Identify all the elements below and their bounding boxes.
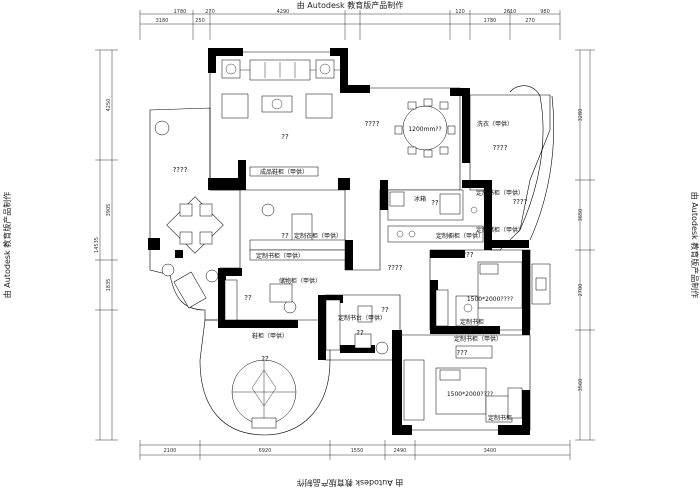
dim-top-2: 270 (205, 9, 215, 15)
dimension-bottom: 2100 6920 1550 2490 3400 (139, 440, 571, 460)
watermark-bottom: 由 Autodesk 教育版产品制作 (297, 478, 403, 488)
label-dining: ???? (365, 120, 380, 128)
dim-right-2: 3650 (578, 209, 584, 222)
dim-left-1: 4250 (106, 99, 112, 112)
label-right-balcony: ???? (493, 144, 508, 152)
label-kitchen-cab: 定制橱柜（甲供） (436, 232, 484, 240)
dim-bottom-1: 2100 (164, 448, 177, 454)
label-utility: 定制书柜（甲供） (476, 189, 524, 197)
dim-top-1: 1780 (174, 9, 187, 15)
dim-top-5: 2610 (504, 9, 517, 15)
dining-table-label: 1200mm?? (408, 126, 441, 133)
label-small-room: ???? (513, 198, 528, 206)
label-wardrobe-a: 定制衣柜（甲供） (294, 232, 342, 240)
label-cabinet-small: 储物柜（甲供） (279, 277, 321, 285)
label-wardrobe-left: 定制书柜（甲供） (454, 335, 502, 343)
balcony-furniture (154, 120, 224, 309)
round-room (231, 359, 297, 429)
dim-top-inner-1: 3180 (156, 18, 169, 24)
dim-left-total: 14535 (94, 237, 100, 253)
bedroom-lower-fixtures (403, 345, 523, 423)
label-bedroom-upper: ??? (462, 251, 473, 259)
dim-bottom-3: 1550 (351, 448, 364, 454)
label-sunroom: ?? (261, 355, 269, 363)
label-bed-upper-cab: 定制书柜 (460, 318, 484, 326)
label-bath-cab: 定制书台（甲供） (338, 314, 386, 322)
dimension-top: 1780 270 4290 120 2610 980 3180 250 1780… (139, 9, 561, 40)
label-bed-upper: 1500*2000???? (467, 296, 513, 303)
label-entry: ???? (388, 264, 403, 272)
dim-left-3: 1835 (106, 279, 112, 292)
dim-right-1: 3280 (578, 109, 584, 122)
label-mid-cab: 定制储柜（甲供） (476, 226, 524, 234)
label-cabinet-top: 成品鞋柜（甲供） (260, 168, 308, 176)
label-study: ?? (281, 232, 289, 240)
bedroom-upper-fixtures (435, 261, 551, 327)
study-fixtures (224, 203, 346, 321)
dimension-left: 4250 3905 1835 14535 (94, 49, 118, 441)
dim-bottom-4: 2490 (394, 448, 407, 454)
label-fridge: 冰箱 (414, 195, 426, 203)
dim-top-inner-2: 250 (195, 18, 205, 24)
watermark-right: 由 Autodesk 教育版产品制作 (690, 192, 700, 298)
sofa-set (221, 59, 335, 119)
watermark-left: 由 Autodesk 教育版产品制作 (2, 192, 12, 298)
label-cab-left-low: 鞋柜（甲供） (252, 332, 288, 340)
dim-top-4: 120 (455, 9, 465, 15)
label-walkin: ?? (244, 294, 252, 302)
dim-top-inner-4: 270 (525, 18, 535, 24)
label-bed-lower: 1500*2000???? (447, 391, 493, 398)
kitchen-fixtures (387, 189, 484, 243)
label-bed-lower-cab: 定制书柜 (488, 414, 512, 422)
label-living: ?? (281, 133, 289, 141)
dim-top-6: 980 (540, 9, 550, 15)
label-balcony: ???? (173, 166, 188, 174)
label-bath: ?? (381, 306, 389, 314)
dim-left-2: 3905 (106, 204, 112, 217)
dimension-right: 3280 3650 2700 3560 (575, 49, 595, 441)
bath-fixtures (325, 299, 389, 355)
label-kitchen: ?? (431, 199, 439, 207)
label-wardrobe-b: 定制书柜（甲供） (256, 252, 304, 260)
watermark-top: 由 Autodesk 教育版产品制作 (297, 0, 403, 10)
label-bedroom-lower: ??? (456, 349, 467, 357)
fixture-labels: 成品鞋柜（甲供） 定制衣柜（甲供） 定制书柜（甲供） 储物柜（甲供） 鞋柜（甲供… (249, 120, 524, 422)
room-labels: ?? ???? ???? ?? ???? ???? ???? ?? ?? ?? … (173, 120, 528, 363)
walls (148, 48, 530, 435)
dim-bottom-5: 3400 (484, 448, 497, 454)
right-balcony (509, 85, 554, 241)
label-corridor: ?? (356, 329, 364, 337)
dim-top-inner-3: 1780 (484, 18, 497, 24)
label-wash: 洗衣（甲供） (477, 120, 513, 128)
dim-bottom-2: 6920 (259, 448, 272, 454)
dim-top-3: 4290 (277, 9, 290, 15)
dining-table: 1200mm?? (394, 98, 456, 158)
dim-right-3: 2700 (578, 284, 584, 297)
dim-right-4: 3560 (578, 379, 584, 392)
